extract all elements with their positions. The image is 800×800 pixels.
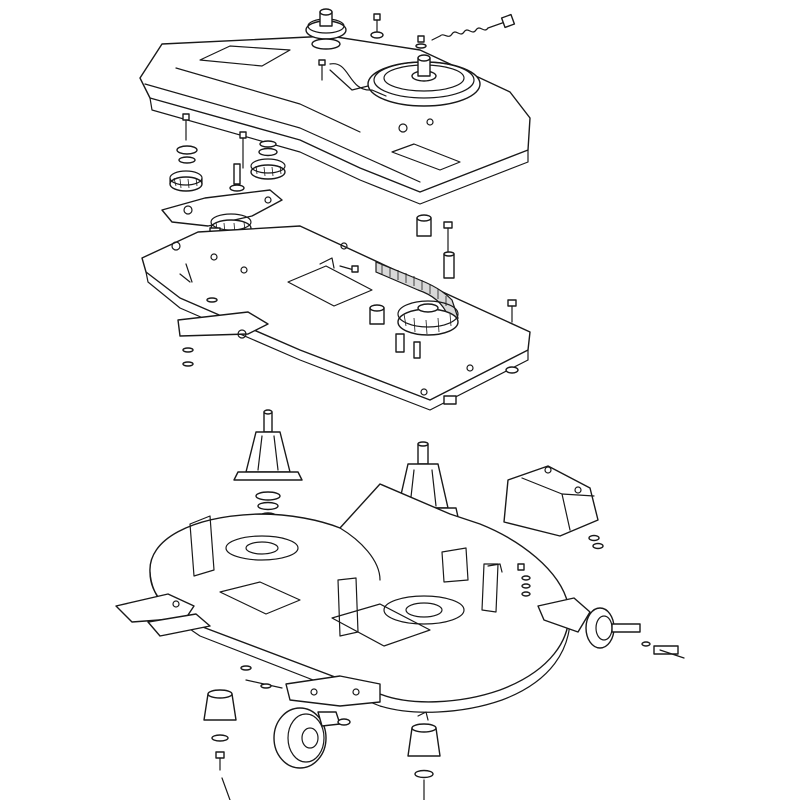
front-right-wheel [537, 597, 685, 659]
tension-spring [431, 13, 516, 41]
left-blade-spindle [233, 409, 303, 520]
drive-pulley [367, 54, 481, 107]
deck-fasteners [487, 563, 531, 597]
rear-wheel [273, 707, 351, 769]
belt-cover [139, 35, 531, 205]
top-bolts [318, 13, 427, 97]
height-adjust-bushing-left [203, 689, 237, 800]
plate-drive-pulley [397, 300, 459, 336]
lower-left-bracket [177, 297, 269, 367]
pulley-plate [141, 225, 531, 411]
height-adjust-bushing-right [407, 711, 441, 800]
top-idler-pulley [305, 8, 347, 50]
rear-deck-bracket [240, 665, 381, 707]
front-left-brackets [115, 593, 211, 637]
plate-fasteners [171, 214, 519, 405]
deflector [503, 465, 604, 550]
cutting-deck [149, 483, 571, 713]
idler-pulley-stack [169, 113, 286, 192]
